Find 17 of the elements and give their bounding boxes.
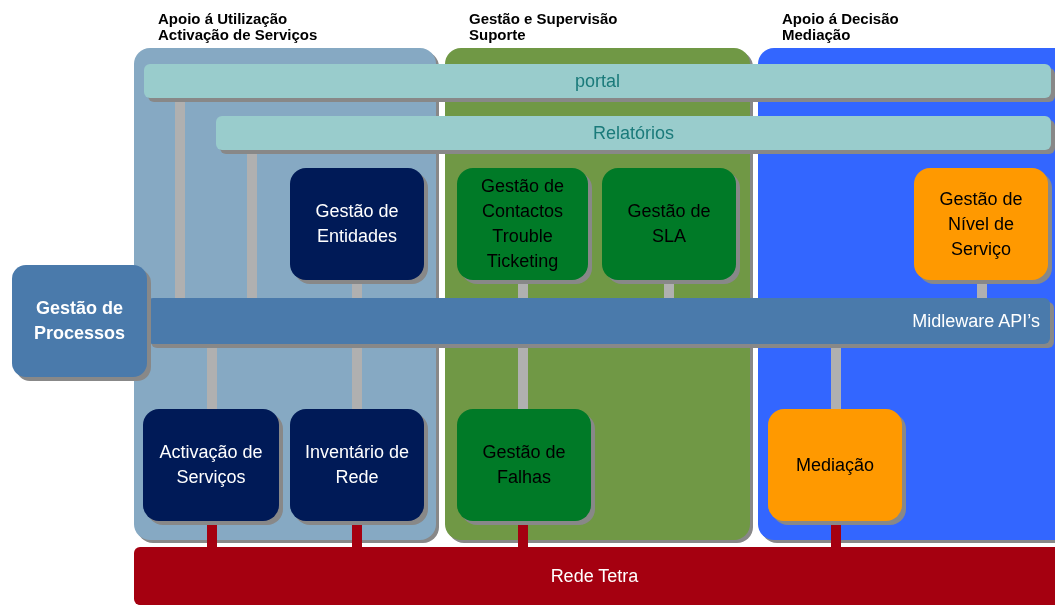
box-label: Relatórios bbox=[591, 121, 675, 145]
box-label: Inventário de Rede bbox=[303, 441, 411, 489]
box-label: Activação de Serviços bbox=[158, 441, 264, 489]
box-label: Mediação bbox=[794, 453, 875, 477]
box-label: Gestão de Entidades bbox=[314, 200, 400, 248]
box-label: portal bbox=[574, 69, 621, 93]
box-label: Rede Tetra bbox=[549, 564, 640, 588]
box-label: Gestão de Contactos Trouble Ticketing bbox=[479, 175, 566, 273]
box-label: Gestão de Processos bbox=[32, 297, 127, 345]
column-heading: Apoio á Decisão Mediação bbox=[782, 11, 900, 43]
box-label: Midleware API’s bbox=[911, 309, 1041, 333]
box-label: Gestão de Falhas bbox=[481, 441, 567, 489]
box-label: Gestão de SLA bbox=[626, 200, 712, 248]
box-label: Gestão de Nível de Serviço bbox=[938, 187, 1024, 261]
column-heading: Gestão e Supervisão Suporte bbox=[469, 11, 619, 43]
column-heading: Apoio á Utilização Activação de Serviços bbox=[158, 11, 319, 43]
layer-bar bbox=[134, 547, 1055, 605]
